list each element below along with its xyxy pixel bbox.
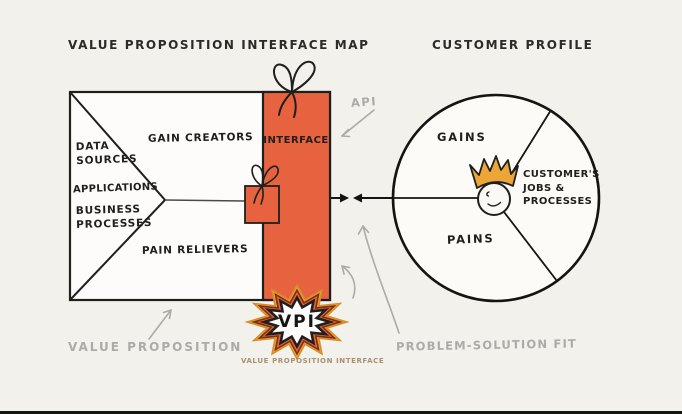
ribbon-bow-icon [273,60,316,118]
double-arrow-icon [331,193,396,203]
vpi-to-bar-arrow [341,265,356,299]
customer-jobs-line2: JOBS & [523,182,565,194]
gift-icon [244,164,280,224]
interface-label: INTERFACE [263,135,329,146]
bottom-border [0,411,682,414]
smiley-face-icon [477,182,511,216]
vpi-label: VPI [278,312,316,332]
api-label: API [350,94,378,110]
vpi-caption: VALUE PROPOSITION INTERFACE [241,357,385,365]
connector-line [164,199,246,202]
value-proposition-arrow [148,309,172,340]
annotation-arrows [148,109,400,340]
gains-label: GAINS [437,130,487,144]
customer-jobs-label: CUSTOMER'S JOBS & PROCESSES [523,168,600,209]
gain-creators-label: GAIN CREATORS [147,131,254,145]
customer-jobs-line3: PROCESSES [523,196,593,207]
input-data-sources: DATA SOURCES [75,139,138,168]
page-title-value-proposition-interface-map: VALUE PROPOSITION INTERFACE MAP [68,38,370,52]
pain-relievers-label: PAIN RELIEVERS [141,243,249,257]
problem-solution-fit-arrow [357,225,400,334]
api-arrow [341,109,375,138]
pains-label: PAINS [446,231,495,247]
input-business-processes: BUSINESS PROCESSES [75,203,153,232]
page-title-customer-profile: CUSTOMER PROFILE [432,38,594,52]
value-proposition-annotation: VALUE PROPOSITION [68,340,243,354]
vpi-burst [247,285,347,359]
customer-jobs-line1: CUSTOMER'S [523,169,600,180]
